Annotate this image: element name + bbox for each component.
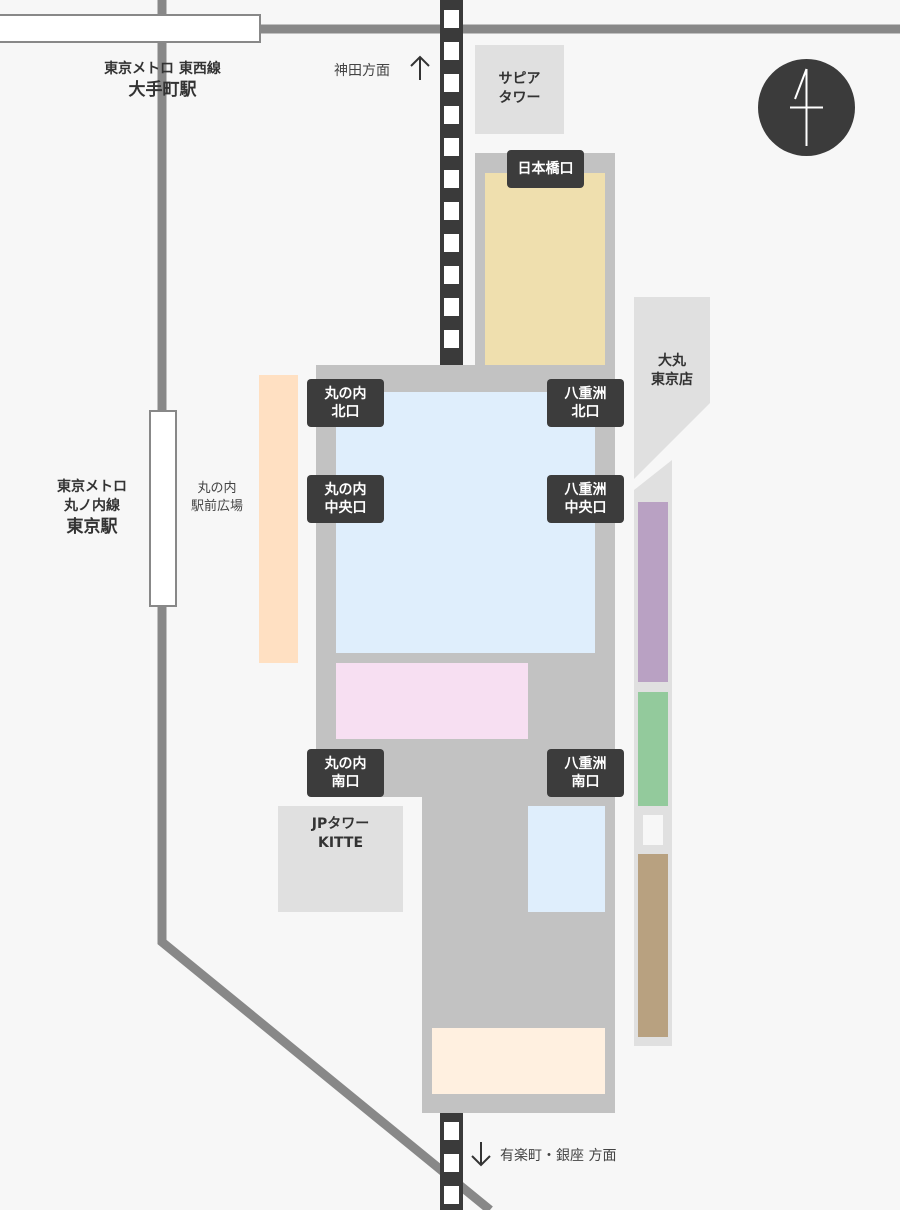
gate-marunouchi-central[interactable]: 丸の内 中央口 <box>307 475 384 523</box>
arrow-up-icon <box>410 55 430 80</box>
marunouchi-line <box>157 0 493 1210</box>
tokyo-line-operator: 東京メトロ <box>57 479 127 495</box>
strip-green <box>638 692 668 806</box>
zone-nihonbashi <box>485 173 605 365</box>
gate-nihonbashi[interactable]: 日本橋口 <box>507 150 584 188</box>
marunouchi-plaza <box>259 375 298 663</box>
zone-yaesu-south <box>528 806 605 912</box>
tokyo-marunouchi-label: 東京メトロ 丸ノ内線 東京駅 <box>44 478 140 539</box>
otemachi-line-name: 東京メトロ 東西線 <box>104 61 221 77</box>
north-direction-label: 神田方面 <box>334 63 390 79</box>
zone-south-cream <box>432 1028 605 1094</box>
otemachi-label: 東京メトロ 東西線 大手町駅 <box>80 60 245 102</box>
sapia-tower-label: サピア タワー <box>498 71 541 106</box>
jp-tower <box>278 806 403 912</box>
zone-south-pink <box>336 663 528 739</box>
sapia-tower <box>475 45 564 134</box>
gate-yaesu-central[interactable]: 八重洲 中央口 <box>547 475 624 523</box>
gate-marunouchi-north[interactable]: 丸の内 北口 <box>307 379 384 427</box>
north-arrow-icon <box>758 59 855 156</box>
strip-gap <box>643 815 663 845</box>
otemachi-station-name: 大手町駅 <box>128 79 197 100</box>
gate-yaesu-north[interactable]: 八重洲 北口 <box>547 379 624 427</box>
tokyo-line-name: 丸ノ内線 <box>64 497 120 514</box>
daimaru-label: 大丸 東京店 <box>651 353 693 388</box>
jr-track-north <box>440 0 463 368</box>
south-direction-label: 有楽町・銀座 方面 <box>500 1148 617 1164</box>
plaza-label: 丸の内 駅前広場 <box>190 481 243 514</box>
tokyo-marunouchi-platform <box>149 410 177 607</box>
strip-purple <box>638 502 668 682</box>
gate-yaesu-south[interactable]: 八重洲 南口 <box>547 749 624 797</box>
arrow-down-icon <box>471 1142 491 1167</box>
jr-track-south <box>440 1113 463 1210</box>
strip-brown <box>638 854 668 1037</box>
jp-tower-label: JPタワー KITTE <box>311 816 370 851</box>
daimaru-building <box>634 297 710 479</box>
tokyo-station-name: 東京駅 <box>66 516 118 537</box>
gate-marunouchi-south[interactable]: 丸の内 南口 <box>307 749 384 797</box>
otemachi-platform <box>0 14 261 43</box>
